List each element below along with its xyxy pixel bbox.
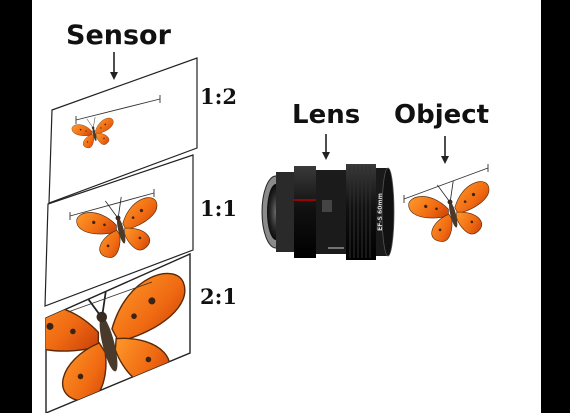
lens-body-text: EF-S 60mm [377,193,384,231]
diagram-canvas: Sensor Lens Object 1:2 1:1 2:1 [32,0,541,413]
object-arrow [441,136,449,164]
ratio-label-1-2: 1:2 [200,84,237,109]
sensor-plane-2-1 [45,252,191,413]
diagram-graphics: EF-S 60mm [44,52,500,413]
sensor-label: Sensor [66,20,171,51]
sensor-plane-1-1 [44,154,194,307]
lens-label: Lens [292,100,361,130]
camera-lens-image: EF-S 60mm [261,164,395,260]
object-label: Object [394,100,490,130]
ratio-label-1-1: 1:1 [200,196,237,221]
sensor-arrow [110,52,118,80]
butterfly-image-object [404,172,500,248]
ratio-label-2-1: 2:1 [200,284,237,309]
lens-arrow [322,134,330,160]
sensor-plane-1-2 [48,57,198,204]
object-butterfly-group [403,164,500,248]
